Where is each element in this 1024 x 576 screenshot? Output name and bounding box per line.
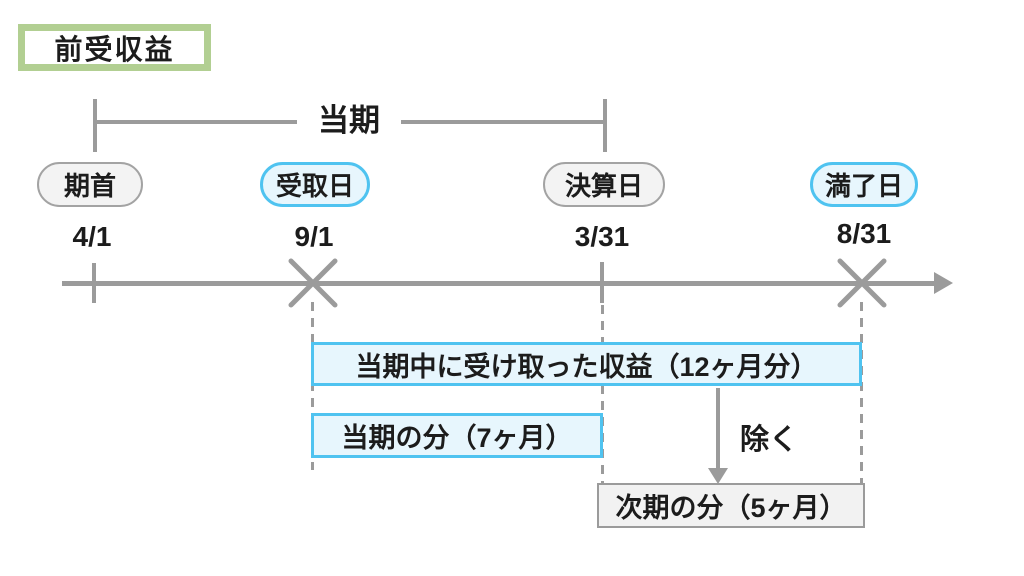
current-portion-box: 当期の分（7ヶ月） [311,413,603,458]
milestone-pill-receipt-date: 受取日 [260,162,370,207]
cross-icon-expiry [837,258,887,308]
bracket-left-tick [93,99,97,152]
date-label-receipt: 9/1 [294,221,334,252]
received-revenue-label: 当期中に受け取った収益（12ヶ月分） [355,351,818,382]
current-period-label: 当期 [297,102,401,140]
milestone-pill-period-start: 期首 [37,162,143,207]
timeline-arrowhead-icon [934,272,953,294]
next-portion-label: 次期の分（5ヶ月） [615,493,847,523]
exclude-arrowhead-icon [708,468,728,484]
dashed-line-closing [601,305,604,483]
cross-icon-receipt [288,258,338,308]
date-label-closing: 3/31 [574,221,630,252]
bracket-right-tick [603,99,607,152]
milestone-pill-label: 受取日 [275,171,354,201]
date-label-expiry: 8/31 [836,218,892,249]
milestone-pill-label: 満了日 [824,171,903,201]
dashed-line-receipt [311,302,314,470]
milestone-pill-label: 期首 [63,171,116,201]
received-revenue-box: 当期中に受け取った収益（12ヶ月分） [311,342,862,386]
milestone-pill-label: 決算日 [564,171,643,201]
tick-period-start [92,263,96,303]
page-title: 前受収益 [54,33,175,65]
next-portion-box: 次期の分（5ヶ月） [597,483,865,528]
tick-closing [600,262,604,303]
milestone-pill-closing-date: 決算日 [543,162,665,207]
title-box: 前受収益 [18,24,211,71]
exclude-label: 除く [740,424,799,456]
dashed-line-expiry [860,302,863,483]
exclude-arrow-line [716,388,720,470]
milestone-pill-expiry-date: 満了日 [810,162,918,207]
timeline-axis [62,281,938,286]
current-portion-label: 当期の分（7ヶ月） [341,423,573,453]
date-label-period-start: 4/1 [72,221,112,252]
